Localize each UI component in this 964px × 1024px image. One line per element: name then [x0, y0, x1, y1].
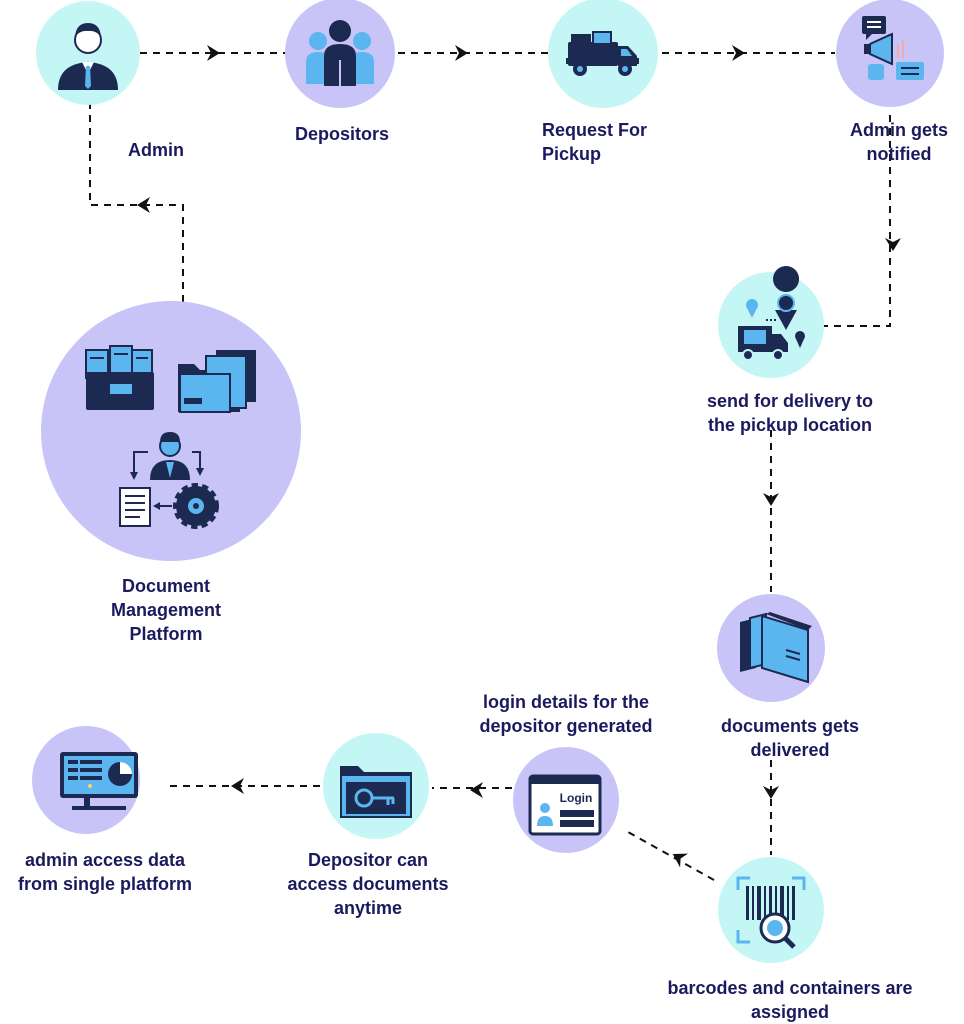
admin-user-icon — [58, 23, 118, 90]
send-delivery-circle — [718, 272, 824, 378]
depositor-access-label: Depositor can access documents anytime — [287, 850, 449, 918]
connector-notified-send — [824, 115, 891, 327]
admin-notified-label: Admin gets notified — [849, 120, 948, 164]
arrow-left — [231, 778, 244, 794]
documents-delivered-label: documents gets delivered — [720, 716, 860, 760]
folder-key-icon — [340, 766, 412, 818]
send-delivery-label: send for delivery to the pickup location — [706, 391, 874, 435]
dms-circle — [41, 301, 301, 561]
connectors — [89, 52, 891, 881]
arrow-down — [763, 493, 779, 506]
admin-access-label: admin access data from single platform — [17, 850, 192, 894]
arrow-down — [885, 238, 901, 251]
connector-barcodes-login — [627, 831, 715, 881]
admin-label: Admin — [128, 140, 184, 160]
dms-label: Document Management Platform — [110, 576, 222, 644]
depositors-label: Depositors — [294, 124, 390, 144]
svg-text:Login: Login — [560, 791, 593, 805]
notification-megaphone-icon — [862, 16, 924, 80]
connector-dms-admin — [89, 100, 184, 302]
delivery-location-truck-icon — [738, 266, 805, 361]
barcode-scan-icon — [736, 876, 806, 949]
dashboard-monitor-icon — [60, 752, 138, 810]
barcodes-label: barcodes and containers are assigned — [667, 978, 913, 1022]
pickup-truck-icon — [566, 31, 639, 76]
document-management-icon — [85, 345, 256, 529]
group-people-icon — [306, 20, 374, 86]
login-screen-icon: Login — [528, 774, 602, 836]
arrow-left — [470, 782, 483, 798]
login-label: login details for the depositor generate… — [479, 692, 653, 736]
request-pickup-label: Request For Pickup — [542, 120, 648, 164]
document-folders-icon — [740, 612, 812, 684]
